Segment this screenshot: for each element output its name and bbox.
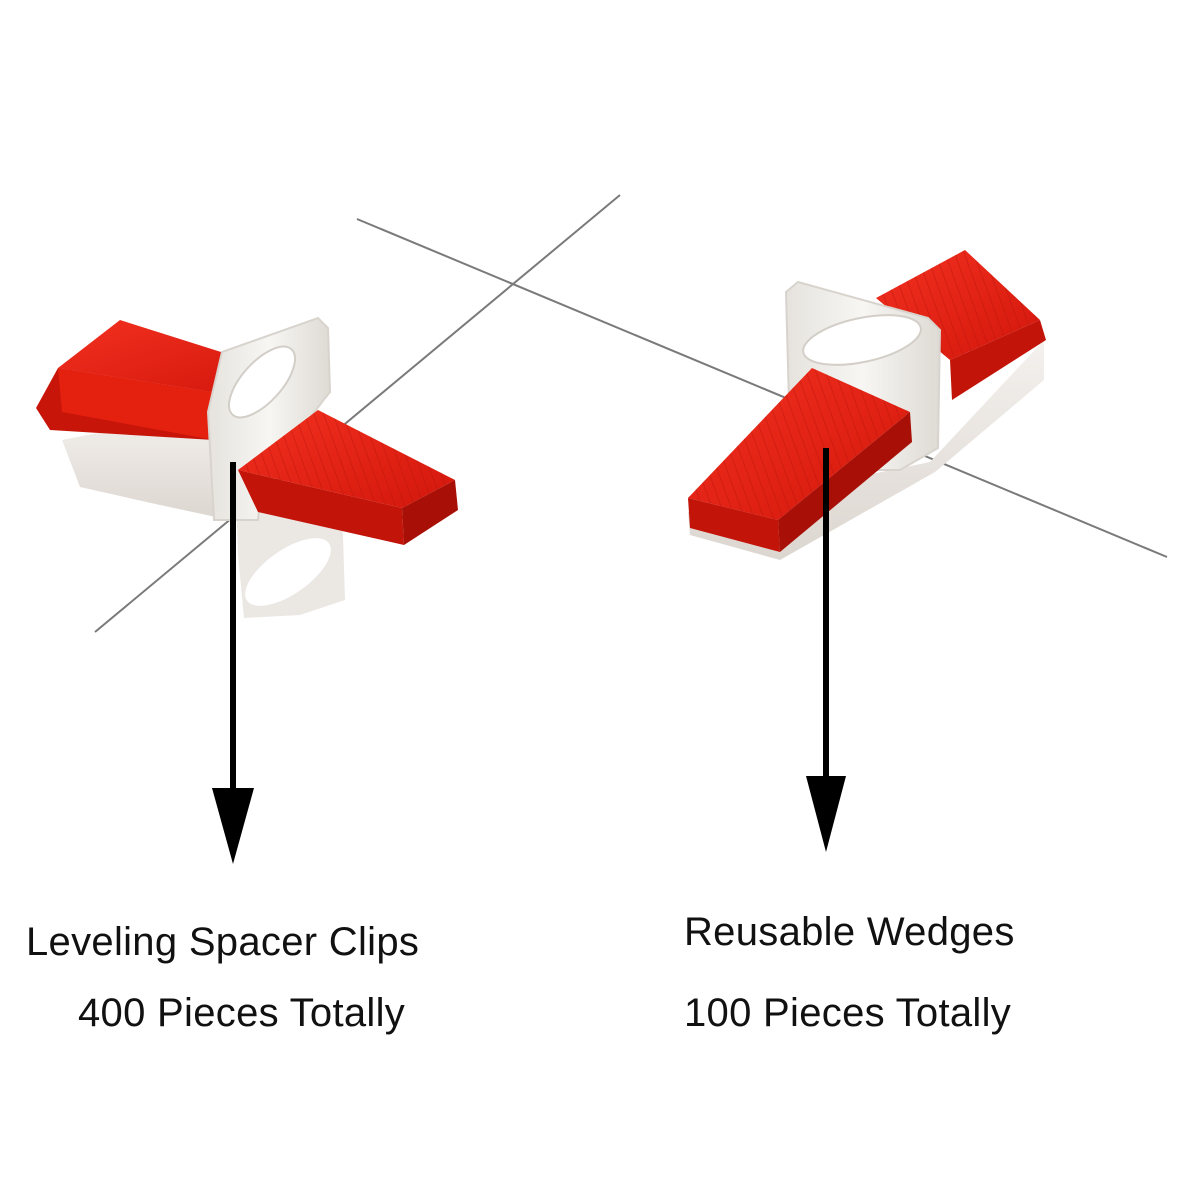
right-pointer-arrow	[806, 448, 846, 852]
right-product-quantity: 100 Pieces Totally	[684, 991, 1012, 1035]
right-clip-hole	[802, 314, 922, 366]
joint-line-left	[94, 194, 621, 633]
left-pointer-arrow	[212, 462, 254, 864]
right-wedge-back-ribs	[876, 250, 1040, 360]
left-product-quantity: 400 Pieces Totally	[78, 991, 406, 1035]
left-arrow-head	[212, 788, 254, 864]
wedge-front-ribs	[238, 410, 455, 508]
clip-upper-hole	[228, 345, 296, 419]
clip-lower-hole	[245, 538, 331, 606]
right-product-name: Reusable Wedges	[684, 910, 1015, 954]
tile-joint-lines	[94, 194, 1168, 633]
left-clip-assembly	[36, 316, 458, 618]
wedge-front-side	[238, 470, 404, 545]
joint-line-cross	[356, 218, 1168, 558]
right-wedge-assembly	[688, 250, 1046, 560]
right-wedge-front-end	[778, 412, 912, 552]
right-wedge-front-side	[688, 498, 780, 552]
right-wedge-front-ribs	[688, 368, 910, 520]
right-arrow-head	[806, 776, 846, 852]
right-wedge-back-side	[950, 320, 1046, 400]
left-product-name: Leveling Spacer Clips	[26, 920, 420, 964]
wedge-front-end	[402, 480, 458, 545]
wedge-back-face	[58, 368, 214, 440]
